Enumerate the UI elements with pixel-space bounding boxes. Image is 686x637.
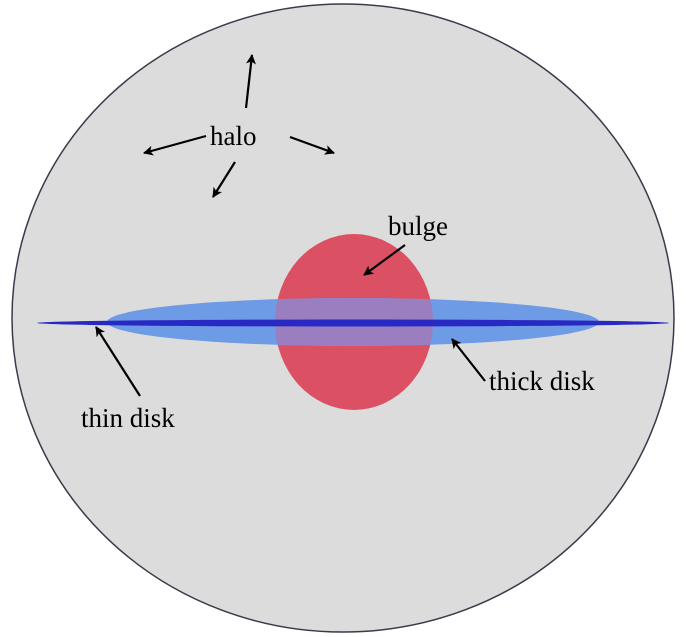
halo-arrows [143,54,335,198]
halo-label: halo [210,121,257,151]
thin-disk-shape [37,319,669,327]
arrow-icon [212,161,236,198]
arrow-icon [451,338,486,382]
thin-disk-label: thin disk [81,403,175,433]
arrow-icon [289,135,335,155]
thick-disk-label: thick disk [489,366,595,396]
arrow-icon [95,326,141,397]
arrow-icon [363,244,406,276]
arrow-icon [244,54,256,109]
arrow-icon [143,134,207,156]
bulge-label: bulge [388,211,448,241]
